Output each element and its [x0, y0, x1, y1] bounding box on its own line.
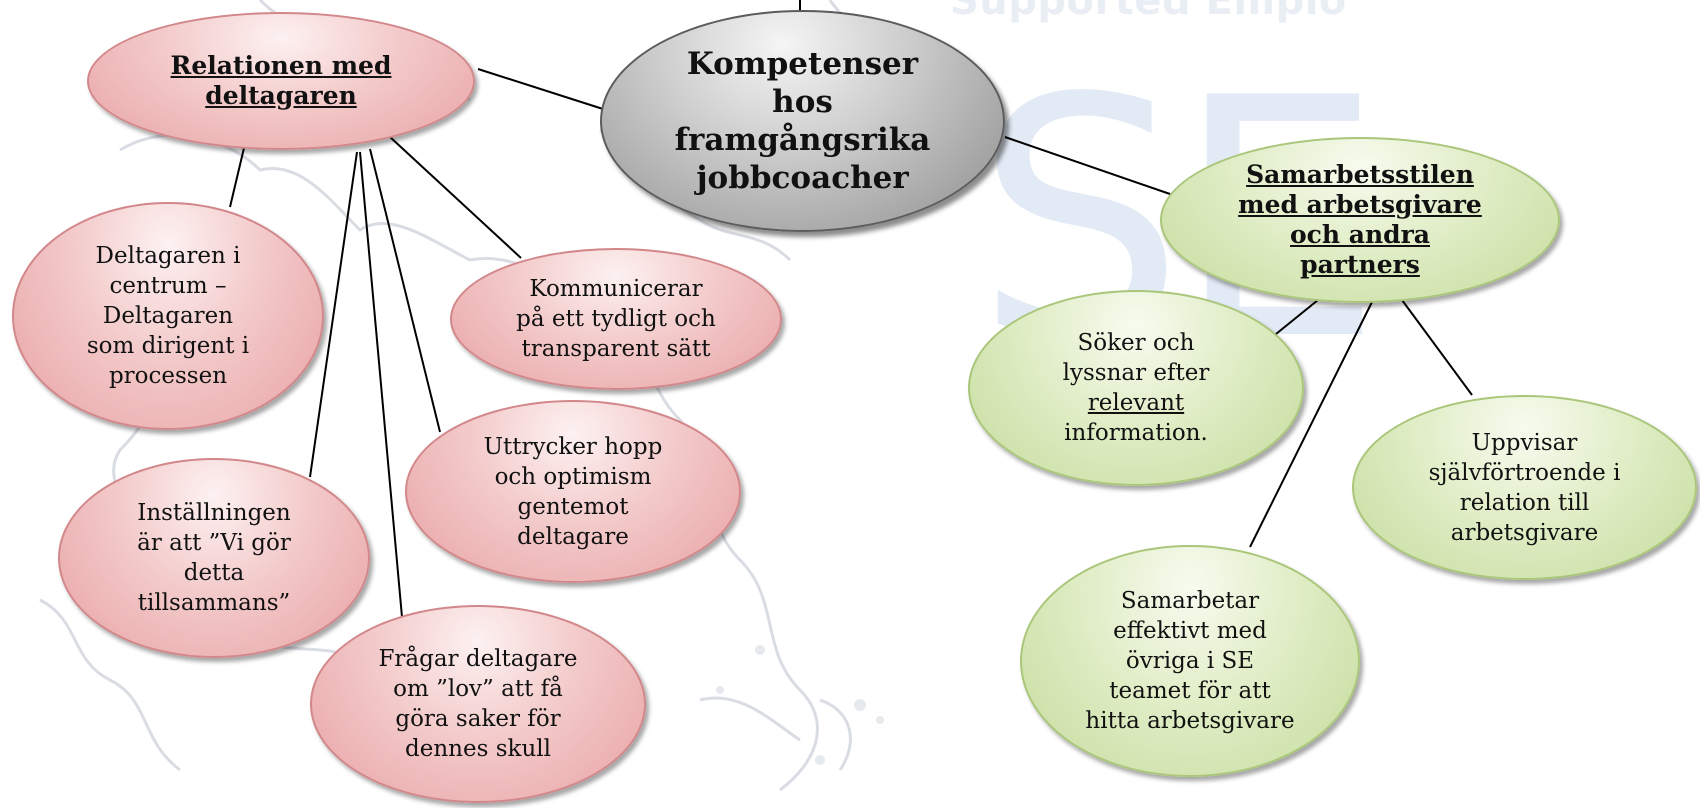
node-title-line: partners	[1300, 250, 1420, 279]
node-text-line: lyssnar efter	[1062, 360, 1210, 386]
center-text-line: framgångsrika	[674, 122, 931, 158]
node-text-line: Uttrycker hopp	[483, 433, 663, 460]
node-text-line: effektivt med	[1113, 618, 1267, 644]
node-text-line: som dirigent i	[86, 333, 250, 359]
node-text-line: information.	[1064, 420, 1208, 446]
node-text-line: är att ”Vi gör	[137, 530, 291, 556]
center-text-line: jobbcoacher	[696, 160, 909, 196]
node-title-line: deltagaren	[205, 81, 357, 110]
node-text-line: om ”lov” att få	[393, 676, 563, 702]
node-kommunicerar: Kommunicerar på ett tydligt och transpar…	[450, 248, 782, 390]
node-text-line: relation till	[1459, 489, 1590, 516]
node-uttrycker-hopp: Uttrycker hopp och optimism gentemot del…	[405, 400, 741, 583]
node-installningen: Inställningen är att ”Vi gör detta tills…	[58, 458, 370, 658]
node-text-line: Uppvisar	[1471, 429, 1578, 456]
node-text-line: Inställningen	[137, 500, 291, 526]
node-text-line: göra saker för	[395, 706, 561, 732]
node-text-line: och optimism	[494, 463, 652, 490]
node-samarbetar-effektivt: Samarbetar effektivt med övriga i SE tea…	[1020, 545, 1360, 777]
watermark-text: Supported Employm	[950, 0, 1416, 24]
node-text-line: teamet för att	[1109, 678, 1271, 704]
node-text-line: Deltagaren i	[95, 243, 241, 269]
node-samarbetsstilen: Samarbetsstilen med arbetsgivare och and…	[1160, 137, 1560, 303]
node-text-line: Frågar deltagare	[378, 646, 578, 672]
node-text-line: Deltagaren	[102, 303, 234, 329]
node-text-line: Kommunicerar	[529, 276, 703, 302]
node-title-line: och andra	[1289, 220, 1430, 249]
node-title-line: med arbetsgivare	[1238, 190, 1482, 219]
node-text-line: på ett tydligt och	[516, 306, 716, 332]
node-deltagaren-i-centrum: Deltagaren i centrum – Deltagaren som di…	[12, 202, 324, 430]
node-text-line-underlined: relevant	[1087, 390, 1185, 416]
center-text-line: Kompetenser	[686, 46, 919, 82]
node-text-line: centrum –	[109, 273, 227, 299]
node-text-line: Söker och	[1077, 330, 1195, 356]
node-text-line: transparent sätt	[521, 336, 711, 362]
node-text-line: tillsammans”	[137, 590, 291, 616]
node-text-line: deltagare	[517, 523, 629, 550]
node-text-line: självförtroende i	[1428, 459, 1621, 486]
watermark-cover	[1345, 0, 1700, 62]
node-text-line: hitta arbetsgivare	[1085, 708, 1295, 734]
node-text-line: detta	[183, 560, 245, 586]
node-soker-och-lyssnar: Söker och lyssnar efter relevant informa…	[968, 290, 1304, 486]
node-fragar-deltagare: Frågar deltagare om ”lov” att få göra sa…	[310, 605, 646, 803]
node-text-line: gentemot	[517, 493, 629, 520]
node-text-line: Samarbetar	[1120, 588, 1260, 614]
node-center-kompetenser: Kompetenser hos framgångsrika jobbcoache…	[600, 10, 1005, 232]
node-uppvisar-sjalvfortroende: Uppvisar självförtroende i relation till…	[1352, 395, 1697, 580]
node-text-line: processen	[108, 363, 228, 389]
node-text-line: dennes skull	[405, 736, 551, 762]
node-text-line: arbetsgivare	[1450, 519, 1599, 546]
center-text-line: hos	[772, 84, 833, 120]
node-text-line: övriga i SE	[1125, 648, 1255, 674]
node-title-line: Samarbetsstilen	[1246, 160, 1474, 189]
node-relationen-med-deltagaren: Relationen med deltagaren	[87, 12, 475, 150]
node-title-line: Relationen med	[170, 51, 392, 80]
